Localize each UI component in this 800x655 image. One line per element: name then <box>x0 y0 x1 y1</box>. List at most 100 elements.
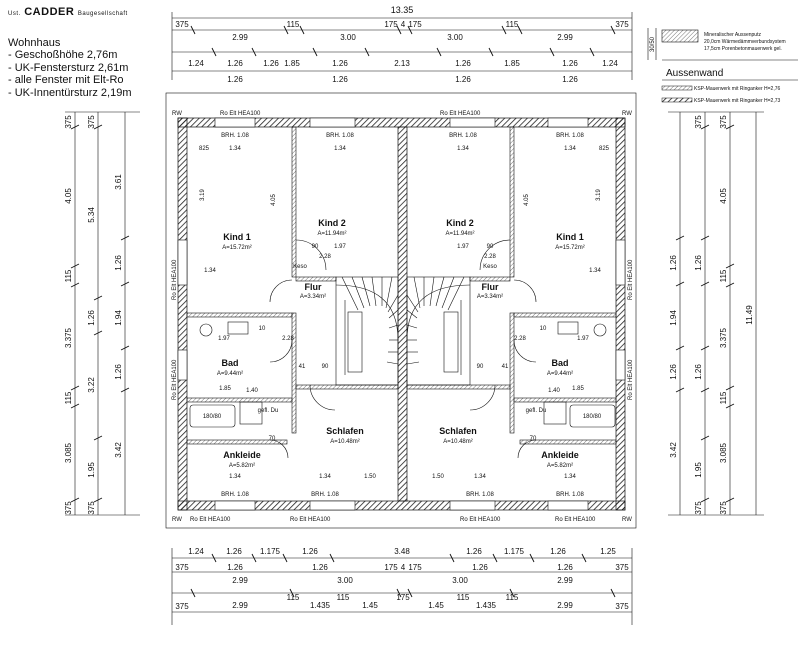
dim-label: 4.05 <box>524 194 530 206</box>
brh-label: BRH. 1.08 <box>556 133 584 139</box>
room-area: A=11.94m² <box>445 231 474 237</box>
brh-label: BRH. 1.08 <box>326 133 354 139</box>
height-label: 2.28 <box>484 254 496 260</box>
width-label: 1.34 <box>564 146 576 152</box>
insulation-symbol <box>661 29 699 43</box>
logo-prefix: Ust. <box>8 11 21 17</box>
legend-title: Aussenwand <box>666 68 723 79</box>
dim-label: 10 <box>540 326 547 332</box>
notes-title: Wohnhaus <box>8 36 61 49</box>
dim-label: 4 <box>401 20 406 29</box>
dim-label: 1.97 <box>577 336 589 342</box>
dim-label: 41 <box>299 364 306 370</box>
brh-label: BRH. 1.08 <box>311 492 339 498</box>
right-dimension-ticks <box>675 124 735 503</box>
note-item: - alle Fenster mit Elt-Ro <box>8 74 124 86</box>
dim-label: 41 <box>502 364 509 370</box>
dim-label: 115 <box>64 391 73 404</box>
room-name: Kind 2 <box>318 218 346 228</box>
legend-wall: KSP-Mauerwerk mit Ringanker H=2,76 <box>694 86 781 92</box>
dim-total-height: 11.49 <box>745 305 754 325</box>
dim-label: 115 <box>506 20 519 29</box>
dim-label: 375 <box>615 602 629 611</box>
wall-symbol <box>661 85 693 91</box>
dim-label: 1.26 <box>669 364 678 380</box>
dim-label: 4 <box>401 563 406 572</box>
window-annotations: BRH. 1.08 BRH. 1.08 BRH. 1.08 BRH. 1.08 … <box>199 133 610 498</box>
dim-label: 375 <box>694 115 703 129</box>
dim-label: 1.40 <box>246 388 258 394</box>
rw-label: RW <box>172 517 182 523</box>
lintel-label: Ro Elt HEA100 <box>460 517 501 523</box>
dim-label: 3.19 <box>200 189 206 201</box>
brh-label: BRH. 1.08 <box>556 492 584 498</box>
dim-label: 1.94 <box>114 310 123 326</box>
dim-label: 1.26 <box>466 547 482 556</box>
dim-label: 3.00 <box>340 33 356 42</box>
dim-label: 1.26 <box>302 547 318 556</box>
brh-label: BRH. 1.08 <box>466 492 494 498</box>
dim-label: 1.25 <box>600 547 616 556</box>
width-label: 1.34 <box>229 474 241 480</box>
note-item: - UK-Innentürsturz 2,19m <box>8 86 132 99</box>
dim-label: 375 <box>615 563 629 572</box>
dim-label: 375 <box>719 115 728 129</box>
staircase-left <box>335 276 399 386</box>
left-dimensions <box>65 111 140 516</box>
right-dimension-labels: 3.42 375 1.26 1.26 1.94 1.26 1.26 1.95 3… <box>669 115 754 515</box>
room-name: Flur <box>305 282 322 292</box>
wall-legend: 30/50 Mineralischer Aussenputz 20,0cm Wä… <box>647 28 798 104</box>
door-width-label: 1.97 <box>334 244 346 250</box>
rw-label: RW <box>622 111 632 117</box>
dim-label: 3.375 <box>64 327 73 348</box>
bathroom-fixtures <box>189 321 616 428</box>
left-dimension-labels: 375 4.05 115 3.375 115 3.085 375 375 5.3… <box>64 115 123 515</box>
room-labels: Kind 1 A=15.72m² Kind 2 A=11.94m² Kind 2… <box>217 218 585 469</box>
height-label: 2.28 <box>319 254 331 260</box>
room-name: Kind 1 <box>556 232 584 242</box>
dim-label: 3.22 <box>87 377 96 393</box>
room-name: Schlafen <box>326 426 364 436</box>
dim-label: 115 <box>719 269 728 282</box>
room-area: A=3.34m² <box>477 294 503 300</box>
dim-label: 1.26 <box>455 59 471 68</box>
width-label: 1.34 <box>457 146 469 152</box>
dim-label: 3.42 <box>114 442 123 458</box>
dim-label: 175 <box>408 563 422 572</box>
bottom-row4-labels: 375 2.99 115 1.435 115 1.45 175 1.45 115… <box>175 593 629 611</box>
dim-label: 1.94 <box>669 310 678 326</box>
bottom-row2-labels: 375 1.26 1.26 175 4 175 1.26 1.26 375 <box>175 563 629 572</box>
dim-label: 1.24 <box>188 59 204 68</box>
lintel-label: Ro Elt HEA100 <box>628 359 634 400</box>
room-area: A=10.48m² <box>330 439 360 445</box>
room-area: A=3.34m² <box>300 294 326 300</box>
shower-label: gefl. Du <box>258 408 279 414</box>
bottom-row3-labels: 2.99 3.00 3.00 2.99 <box>232 576 573 585</box>
width-label: 1.34 <box>334 146 346 152</box>
room-name: Bad <box>551 358 568 368</box>
dim-label: 1.45 <box>428 601 444 610</box>
dim-label: 1.26 <box>557 563 573 572</box>
dim-label: 3.00 <box>447 33 463 42</box>
dim-label: 1.45 <box>362 601 378 610</box>
width-label: 1.50 <box>364 474 376 480</box>
room-name: Schlafen <box>439 426 477 436</box>
rw-label: RW <box>172 111 182 117</box>
room-name: Flur <box>482 282 499 292</box>
top-dimensions <box>171 12 633 80</box>
lintel-label: Ro Elt HEA100 <box>172 359 178 400</box>
legend-layer: 17,5cm Porenbetonmauerwerk gel. <box>704 46 782 52</box>
left-dimension-ticks <box>70 124 130 503</box>
staircase-right <box>406 276 471 386</box>
dim-label: 1.26 <box>332 59 348 68</box>
logo-text: CADDER <box>24 6 75 18</box>
dim-label: 375 <box>64 501 73 515</box>
dim-label: 1.26 <box>87 310 96 326</box>
dim-label: 1.26 <box>263 59 279 68</box>
width-label: 1.34 <box>229 146 241 152</box>
dim-label: 3.00 <box>452 576 468 585</box>
keso-label: Keso <box>483 264 497 270</box>
dim-label: 115 <box>64 269 73 282</box>
sill-label: 825 <box>599 146 610 152</box>
